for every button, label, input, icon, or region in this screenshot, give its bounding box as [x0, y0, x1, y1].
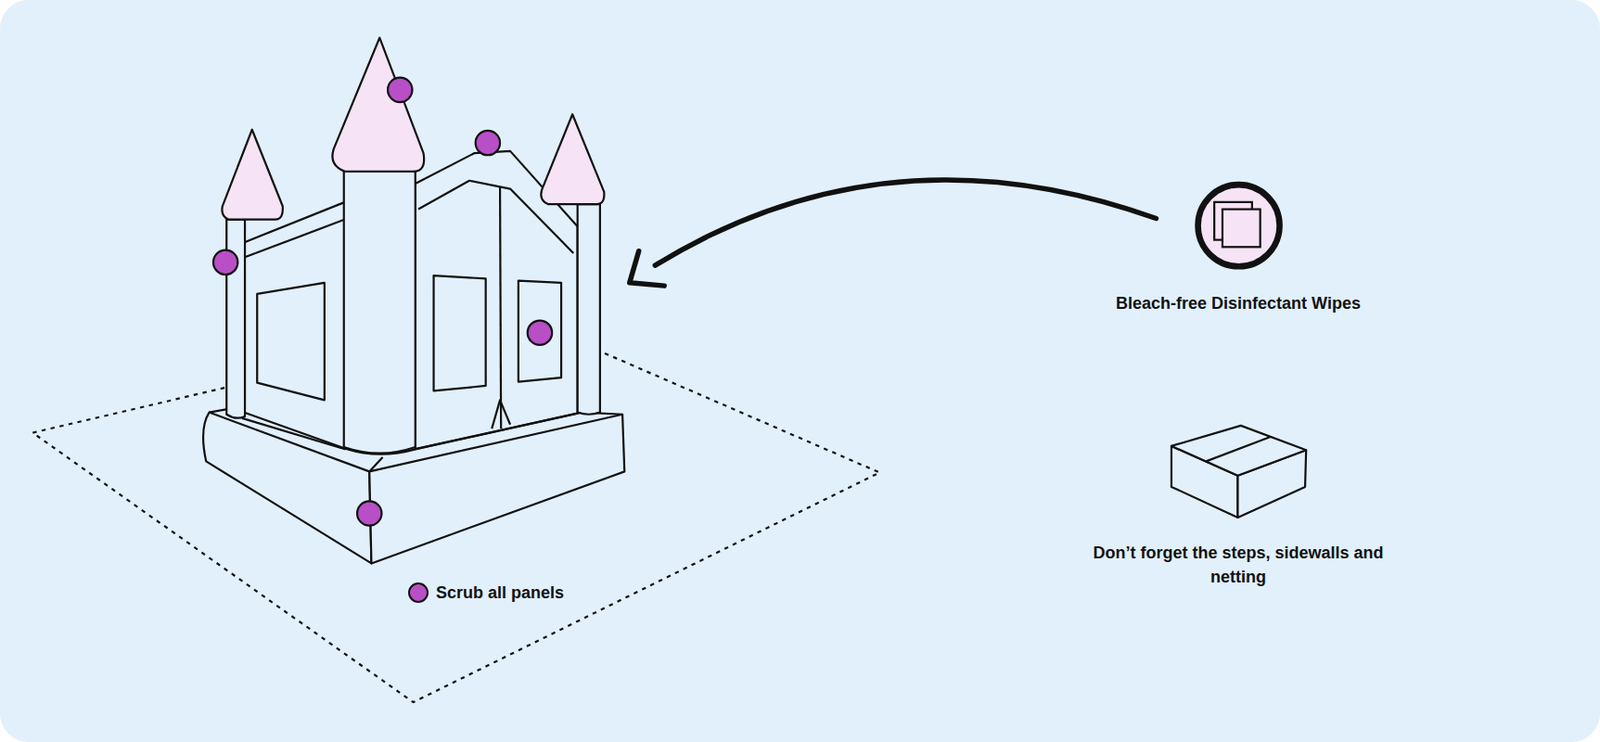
bounce-castle [203, 38, 625, 564]
legend-swatch [408, 582, 429, 603]
pointer-arrow [629, 179, 1157, 286]
box-icon [1171, 425, 1306, 518]
legend-entry: Scrub all panels [408, 582, 564, 603]
wipes-icon [1198, 184, 1280, 267]
scrub-dots [213, 77, 552, 526]
legend-text: Scrub all panels [435, 583, 564, 603]
reminder-note: Don’t forget the steps, sidewalls and ne… [1080, 540, 1396, 589]
icon-caption: Bleach-free Disinfectant Wipes [1071, 291, 1406, 316]
